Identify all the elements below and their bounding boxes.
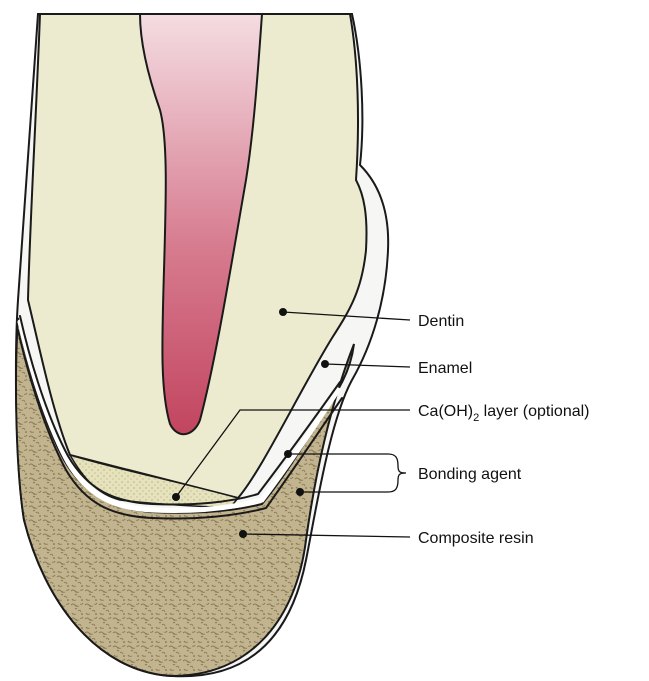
- bonding-brace: [388, 454, 406, 492]
- dentin-dot: [279, 308, 287, 316]
- label-caoh-suffix: layer (optional): [479, 403, 589, 420]
- bonding-dot-lower: [296, 488, 304, 496]
- bonding-dot-upper: [284, 450, 292, 458]
- composite-dot: [239, 530, 247, 538]
- enamel-dot: [321, 360, 329, 368]
- label-dentin: Dentin: [418, 313, 464, 330]
- label-composite-resin: Composite resin: [418, 530, 534, 547]
- label-caoh-layer: Ca(OH)2 layer (optional): [418, 403, 590, 424]
- label-bonding-agent: Bonding agent: [418, 466, 522, 483]
- caoh-dot: [172, 493, 180, 501]
- label-caoh-prefix: Ca(OH): [418, 403, 473, 420]
- label-enamel: Enamel: [418, 360, 472, 377]
